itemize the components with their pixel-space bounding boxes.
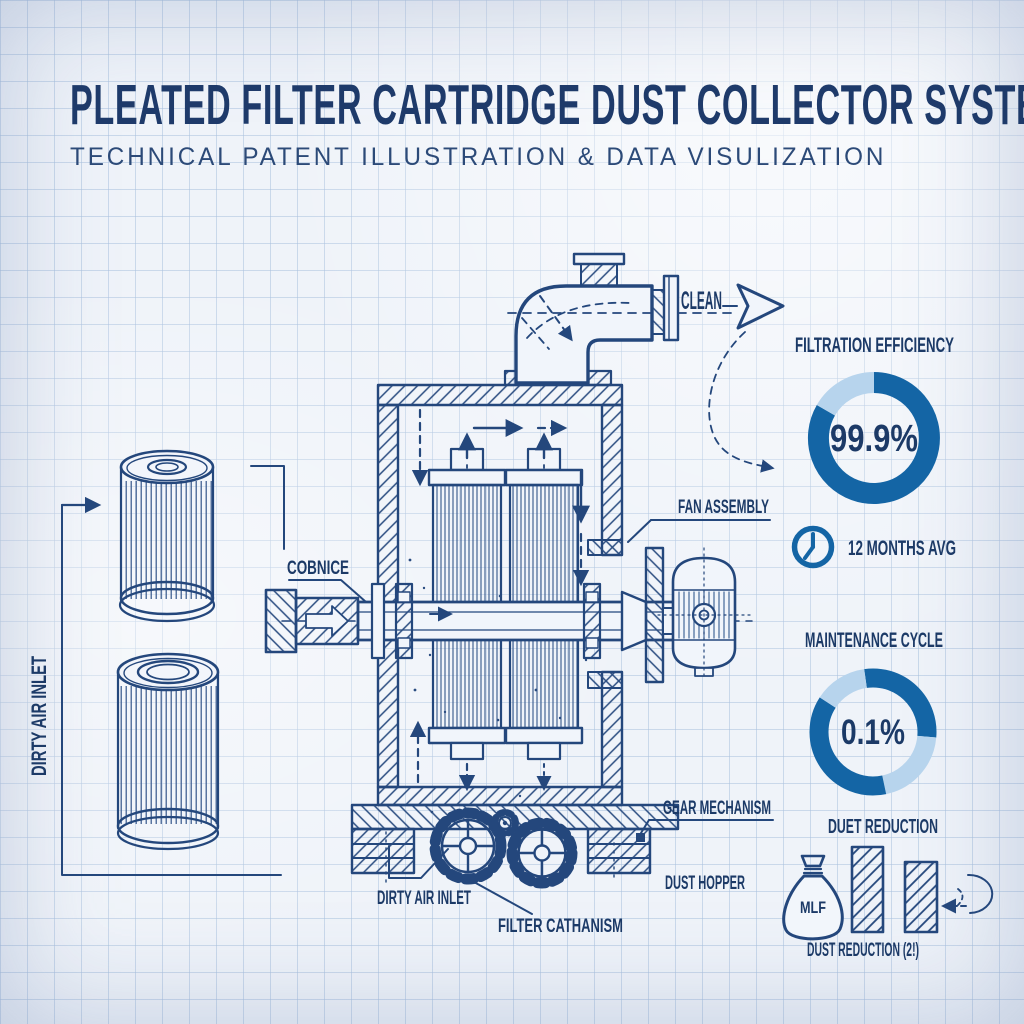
stats-panel xyxy=(782,371,994,941)
gear-mechanism-label: GEAR MECHANISM xyxy=(663,797,771,819)
maintenance-cycle-donut xyxy=(809,668,937,796)
bar-after xyxy=(903,860,939,934)
cartridge-detail-view xyxy=(60,449,285,876)
fan-motor-assembly xyxy=(620,546,751,684)
maintenance-cycle-title: MAINTENANCE CYCLE xyxy=(805,628,943,652)
collector-housing xyxy=(350,383,680,889)
gear-mechanism xyxy=(429,807,578,889)
clean-flow-arrow xyxy=(736,283,785,330)
filtration-efficiency-donut xyxy=(807,371,940,504)
page-subtitle: TECHNICAL PATENT ILLUSTRATION & DATA VIS… xyxy=(70,143,887,171)
leader-lines xyxy=(288,519,774,915)
dirty-air-inlet-label: DIRTY AIR INLET xyxy=(377,887,471,909)
diagram-labels: CLEAN FAN ASSEMBLY COBNICE GEAR MECHANIS… xyxy=(28,287,956,961)
cornice-label: COBNICE xyxy=(287,557,349,579)
inlet-duct-arrow xyxy=(305,605,349,637)
dust-reduction-title: DUET REDUCTION xyxy=(828,816,938,838)
bar-before xyxy=(850,845,885,934)
clean-air-outlet-elbow xyxy=(503,252,785,473)
flow-to-chart-curve xyxy=(708,331,775,473)
fan-assembly-label: FAN ASSEMBLY xyxy=(678,496,769,518)
filtration-efficiency-value: 99.9% xyxy=(830,418,918,460)
dust-bag-text: MLF xyxy=(800,898,826,917)
filtration-efficiency-title: FILTRATION EFFICIENCY xyxy=(795,333,954,357)
dust-hopper-label: DUST HOPPER xyxy=(665,872,745,894)
base-foot-left xyxy=(350,827,416,875)
side-inlet-vertical-label: DIRTY AIR INLET xyxy=(28,656,51,776)
dust-bag-icon xyxy=(782,854,844,941)
gear-small xyxy=(491,809,519,837)
gear-large-left xyxy=(429,807,507,885)
dust-reduction-bars xyxy=(850,845,939,934)
clock-icon xyxy=(791,525,835,569)
dust-reduction-caption: DUST REDUCTION (2!) xyxy=(807,939,919,961)
maintenance-cycle-value: 0.1% xyxy=(841,713,905,752)
clean-label: CLEAN xyxy=(681,287,722,315)
filter-mechanism-label: FILTER CATHANISM xyxy=(498,915,623,937)
months-avg-label: 12 MONTHS AVG xyxy=(848,537,956,560)
gear-large-right xyxy=(506,817,578,889)
reduction-arrow-icon xyxy=(941,873,994,914)
page-title: PLEATED FILTER CARTRIDGE DUST COLLECTOR … xyxy=(70,73,1024,137)
